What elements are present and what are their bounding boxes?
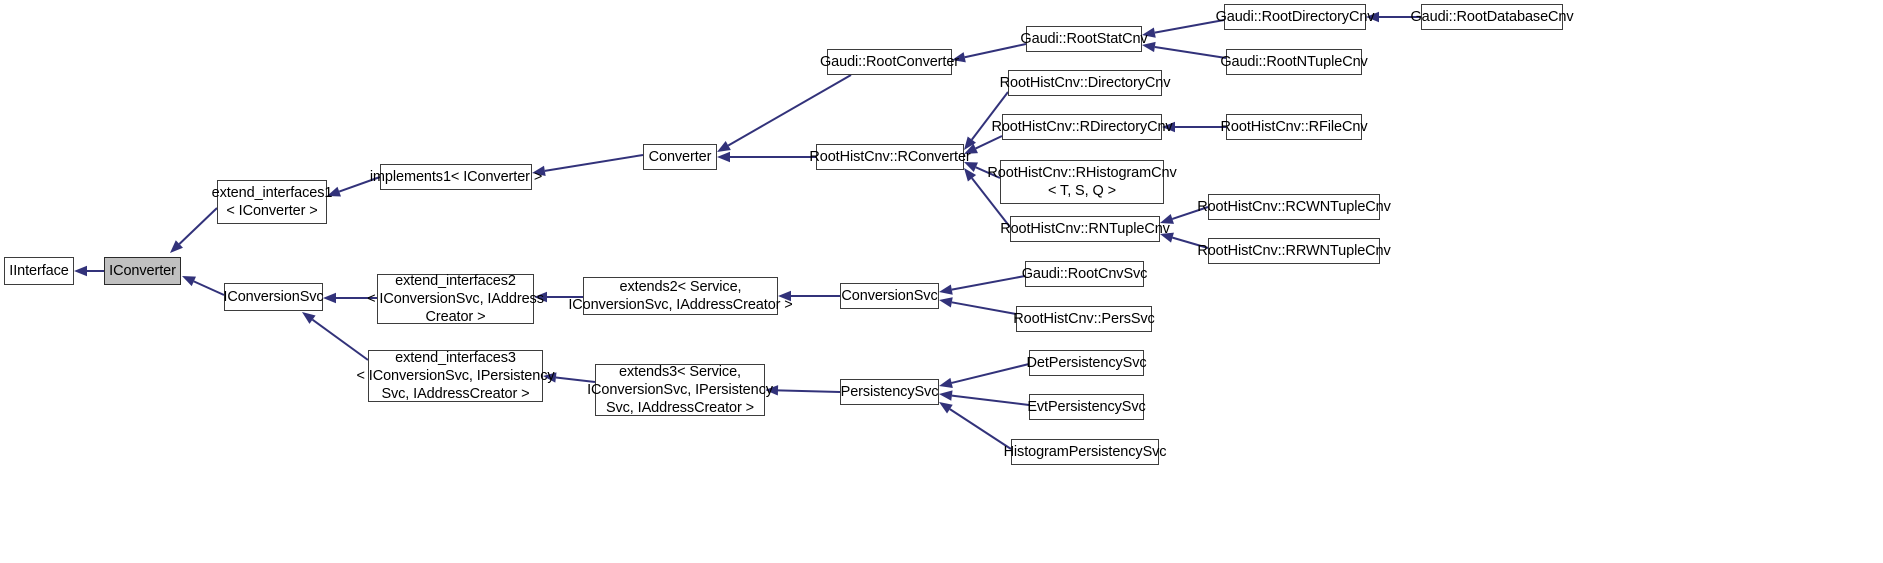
inheritance-edge-detpersistencysvc-to-persistencysvc — [939, 363, 1030, 388]
class-node-extend_interfaces1[interactable]: extend_interfaces1 < IConverter > — [212, 180, 332, 224]
class-node-detpersistencysvc[interactable]: DetPersistencySvc — [1026, 350, 1147, 376]
class-node-roothistcnv_rdirectorycnv[interactable]: RootHistCnv::RDirectoryCnv — [991, 114, 1173, 140]
class-node-label: Gaudi::RootStatCnv — [1020, 31, 1148, 47]
class-node-extends3[interactable]: extends3< Service, IConversionSvc, IPersi… — [587, 364, 773, 416]
class-node-label: IConverter — [109, 263, 176, 279]
inheritance-edge-gaudi_rootconverter-to-converter — [717, 74, 852, 152]
inheritance-edge-evtpersistencysvc-to-persistencysvc — [939, 390, 1030, 406]
class-node-label: RootHistCnv::PersSvc — [1013, 311, 1155, 327]
class-node-conversionsvc[interactable]: ConversionSvc — [840, 283, 939, 309]
class-node-label: implements1< IConverter > — [369, 169, 543, 185]
class-node-extends2[interactable]: extends2< Service, IConversionSvc, IAddre… — [568, 277, 793, 315]
class-node-label: Gaudi::RootDirectoryCnv — [1215, 9, 1375, 25]
class-node-label: < IConverter > — [226, 203, 318, 219]
class-node-persistencysvc[interactable]: PersistencySvc — [840, 379, 939, 405]
class-node-gaudi_rootconverter[interactable]: Gaudi::RootConverter — [820, 49, 959, 75]
class-node-roothistcnv_rntuplecnv[interactable]: RootHistCnv::RNTupleCnv — [1000, 216, 1170, 242]
class-node-label: < T, S, Q > — [1048, 183, 1116, 199]
class-node-label: RootHistCnv::RHistogramCnv — [987, 165, 1177, 181]
inheritance-edge-gaudi_rootstatcnv-to-gaudi_rootconverter — [952, 43, 1027, 63]
class-node-label: Gaudi::RootConverter — [819, 54, 960, 70]
inheritance-edge-histogrampersistencysvc-to-persistencysvc — [939, 402, 1012, 450]
class-node-label: RootHistCnv::DirectoryCnv — [999, 75, 1171, 91]
class-node-label: RootHistCnv::RFileCnv — [1220, 119, 1368, 135]
class-node-converter[interactable]: Converter — [643, 144, 717, 170]
class-node-roothistcnv_perssvc[interactable]: RootHistCnv::PersSvc — [1013, 306, 1155, 332]
inheritance-edge-roothistcnv_perssvc-to-conversionsvc — [939, 297, 1017, 315]
class-node-extend_interfaces3[interactable]: extend_interfaces3 < IConversionSvc, IPer… — [356, 350, 555, 402]
class-node-label: Gaudi::RootCnvSvc — [1021, 266, 1148, 282]
class-node-roothistcnv_rrwntuplecnv[interactable]: RootHistCnv::RRWNTupleCnv — [1197, 238, 1391, 264]
class-node-label: IInterface — [9, 263, 69, 279]
class-node-label: extend_interfaces1 — [211, 185, 333, 201]
inheritance-edge-iconversionsvc-to-iconverter — [182, 276, 225, 296]
inheritance-edge-extend_interfaces1-to-iconverter — [170, 207, 218, 253]
class-node-label: EvtPersistencySvc — [1027, 399, 1146, 415]
inheritance-edge-converter-to-implements1 — [532, 154, 644, 177]
class-node-label: DetPersistencySvc — [1026, 355, 1147, 371]
inheritance-edge-persistencysvc-to-extends3 — [765, 385, 841, 396]
class-node-label: extends2< Service, — [619, 279, 742, 295]
class-node-label: HistogramPersistencySvc — [1003, 444, 1167, 460]
inheritance-edge-gaudi_rootcnvsvc-to-conversionsvc — [939, 275, 1026, 295]
class-node-label: extend_interfaces2 — [395, 273, 516, 289]
class-node-label: RootHistCnv::RNTupleCnv — [1000, 221, 1170, 237]
class-node-label: Converter — [648, 149, 712, 165]
class-node-label: RootHistCnv::RRWNTupleCnv — [1197, 243, 1391, 259]
inheritance-edge-roothistcnv_rconverter-to-converter — [717, 151, 816, 163]
class-node-roothistcnv_rcwntuplecnv[interactable]: RootHistCnv::RCWNTupleCnv — [1197, 194, 1391, 220]
inheritance-edge-gaudi_rootntuplecnv-to-gaudi_rootstatcnv — [1142, 41, 1227, 59]
class-node-roothistcnv_directorycnv[interactable]: RootHistCnv::DirectoryCnv — [1000, 70, 1170, 96]
class-node-gaudi_rootdirectorycnv[interactable]: Gaudi::RootDirectoryCnv — [1216, 4, 1375, 30]
class-node-label: RootHistCnv::RConverter — [809, 149, 971, 165]
class-node-label: extends3< Service, — [619, 364, 741, 380]
class-node-iinterface[interactable]: IInterface — [4, 257, 74, 285]
class-node-iconverter[interactable]: IConverter — [104, 257, 181, 285]
inheritance-edge-gaudi_rootdirectorycnv-to-gaudi_rootstatcnv — [1142, 19, 1225, 38]
class-node-roothistcnv_rfilecnv[interactable]: RootHistCnv::RFileCnv — [1221, 114, 1368, 140]
class-node-label: Creator > — [425, 309, 486, 325]
inheritance-edge-iconverter-to-iinterface — [74, 265, 104, 277]
class-node-label: RootHistCnv::RDirectoryCnv — [991, 119, 1173, 135]
class-node-label: IConversionSvc — [223, 289, 324, 305]
class-node-extend_interfaces2[interactable]: extend_interfaces2 < IConversionSvc, IAdd… — [367, 273, 544, 325]
class-node-label: IConversionSvc, IAddressCreator > — [568, 297, 793, 313]
class-node-label: ConversionSvc — [841, 288, 938, 304]
inheritance-edge-extend_interfaces3-to-iconversionsvc — [302, 312, 369, 361]
class-node-gaudi_rootcnvsvc[interactable]: Gaudi::RootCnvSvc — [1022, 261, 1147, 287]
class-node-implements1[interactable]: implements1< IConverter > — [370, 164, 542, 190]
class-node-label: IConversionSvc, IPersistency — [587, 382, 773, 398]
class-node-label: PersistencySvc — [840, 384, 939, 400]
class-node-gaudi_rootdatabasecnv[interactable]: Gaudi::RootDatabaseCnv — [1410, 4, 1574, 30]
class-node-roothistcnv_rhistogramcnv[interactable]: RootHistCnv::RHistogramCnv< T, S, Q > — [987, 160, 1177, 204]
class-node-label: < IConversionSvc, IPersistency — [356, 368, 555, 384]
class-node-evtpersistencysvc[interactable]: EvtPersistencySvc — [1027, 394, 1146, 420]
class-node-histogrampersistencysvc[interactable]: HistogramPersistencySvc — [1004, 439, 1167, 465]
class-node-gaudi_rootstatcnv[interactable]: Gaudi::RootStatCnv — [1020, 26, 1148, 52]
class-node-label: Svc, IAddressCreator > — [605, 400, 755, 416]
class-node-gaudi_rootntuplecnv[interactable]: Gaudi::RootNTupleCnv — [1220, 49, 1368, 75]
class-node-label: RootHistCnv::RCWNTupleCnv — [1197, 199, 1391, 215]
class-node-iconversionsvc[interactable]: IConversionSvc — [223, 283, 324, 311]
class-node-label: Gaudi::RootNTupleCnv — [1220, 54, 1368, 70]
class-node-label: extend_interfaces3 — [395, 350, 516, 366]
class-node-label: Svc, IAddressCreator > — [381, 386, 530, 402]
class-node-label: Gaudi::RootDatabaseCnv — [1410, 9, 1574, 25]
class-node-label: < IConversionSvc, IAddress — [367, 291, 544, 307]
class-node-roothistcnv_rconverter[interactable]: RootHistCnv::RConverter — [809, 144, 971, 170]
